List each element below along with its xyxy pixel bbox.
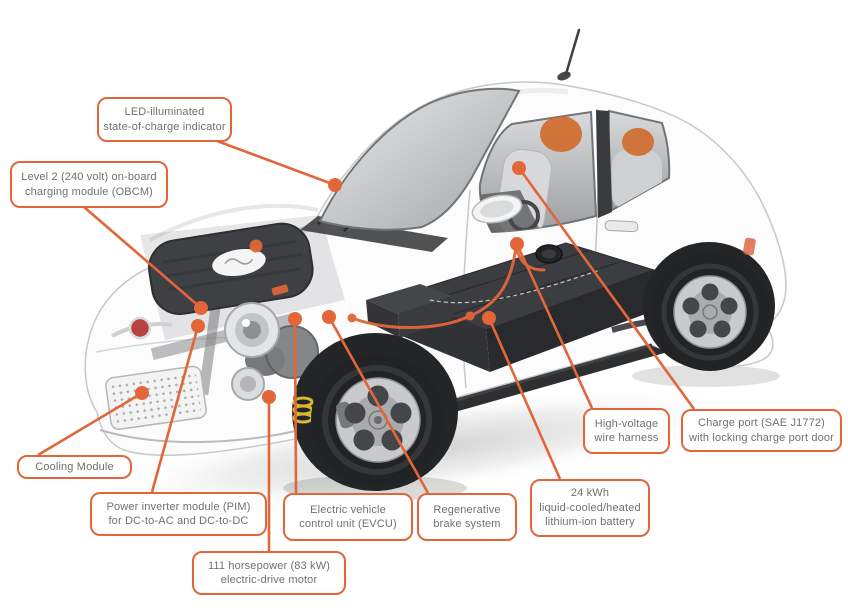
callout-line: 24 kWh	[570, 487, 610, 500]
callout-line: LED-illuminated	[124, 106, 205, 118]
engine-bay	[99, 215, 345, 444]
callout-drive-motor: 111 horsepower (83 kW) electric-drive mo…	[192, 551, 346, 595]
leader-line-hv-harness	[515, 243, 594, 409]
callout-line: Regenerative	[433, 503, 501, 516]
leader-line-regenerative-brakes	[327, 316, 430, 494]
headlight-glare	[242, 319, 250, 327]
battery-module-front	[366, 300, 400, 338]
callout-soc-indicator: LED-illuminated state-of-charge indicato…	[97, 97, 232, 142]
leader-line-charge-port	[517, 167, 696, 410]
callout-line: Level 2 (240 volt) on-board	[21, 171, 157, 183]
component-marker-hv-harness	[510, 237, 524, 251]
callout-line: for DC-to-AC and DC-to-DC	[108, 515, 249, 527]
component-marker-obcm	[194, 301, 208, 315]
callout-line: Charge port (SAE J1772)	[698, 417, 825, 429]
cooling-module-grille	[105, 365, 207, 431]
component-marker-drive-motor	[262, 390, 276, 404]
windshield-glass	[318, 87, 521, 231]
callout-line: Cooling Module	[35, 460, 114, 473]
radiator-support	[198, 299, 222, 396]
rocker-line	[449, 343, 653, 404]
battery-front	[486, 270, 656, 372]
leader-line-cooling-module	[37, 391, 143, 457]
callout-hv-harness: High-voltage wire harness	[583, 408, 670, 454]
battery-module-step	[366, 284, 452, 314]
callout-battery: 24 kWh liquid-cooled/heated lithium-ion …	[530, 479, 650, 537]
callout-line: lithium-ion battery	[545, 516, 635, 529]
tail-reflector	[742, 237, 756, 256]
callout-line: 111 horsepower (83 kW)	[207, 559, 331, 572]
front-hub-cap	[374, 416, 382, 424]
leader-line-evcu	[293, 318, 298, 494]
underbody-strip	[443, 345, 668, 412]
leader-line-pim	[150, 325, 200, 493]
component-marker-pim	[191, 319, 205, 333]
leader-line-obcm	[83, 206, 202, 309]
component-marker-evcu	[288, 312, 302, 326]
component-marker-battery	[482, 311, 496, 325]
component-marker-charge-port	[512, 161, 526, 175]
rear-wheel	[651, 253, 769, 371]
callout-obcm: Level 2 (240 volt) on-board charging mod…	[10, 161, 168, 208]
callout-line: charging module (OBCM)	[24, 185, 153, 198]
component-marker-cooling-module	[135, 386, 149, 400]
roof-antenna	[557, 28, 581, 81]
callout-line: Power inverter module (PIM)	[106, 500, 251, 513]
drive-module-cover	[148, 222, 314, 316]
hood-edge	[149, 203, 319, 242]
fiat-front-badge	[128, 316, 152, 340]
callout-line: High-voltage	[594, 417, 659, 430]
callout-cooling-module: Cooling Module	[17, 455, 132, 479]
orange-cap	[249, 239, 263, 253]
rear-hub	[702, 304, 718, 320]
battery-service-cap-inner	[542, 249, 556, 259]
callout-pim: Power inverter module (PIM) for DC-to-AC…	[90, 492, 267, 536]
leader-line-battery	[487, 317, 562, 480]
wheel-spoke-holes	[344, 385, 412, 451]
leader-lines-layer	[37, 139, 696, 551]
callout-charge-port: Charge port (SAE J1772) with locking cha…	[681, 409, 842, 452]
callout-evcu: Electric vehicle control unit (EVCU)	[283, 493, 413, 541]
wheel-spoke-holes	[682, 283, 738, 338]
rear-headrest	[622, 128, 654, 156]
bumper-lip	[99, 429, 301, 444]
callout-line: brake system	[433, 518, 501, 530]
callout-line: liquid-cooled/heated	[539, 501, 641, 514]
callout-line: electric-drive motor	[220, 574, 318, 586]
callout-line: Electric vehicle	[310, 503, 386, 516]
callout-line: with locking charge port door	[689, 431, 834, 444]
door-handle	[604, 219, 639, 233]
side-mirror	[471, 194, 523, 224]
orange-connector	[271, 284, 289, 296]
fog-lamp-inner	[240, 376, 256, 392]
callout-line: wire harness	[594, 432, 659, 444]
callout-regenerative-brakes: Regenerative brake system	[417, 493, 517, 541]
b-pillar	[596, 110, 612, 218]
callout-line: control unit (EVCU)	[299, 518, 397, 530]
callout-line: state-of-charge indicator	[103, 120, 226, 133]
component-marker-regenerative-brakes	[322, 310, 336, 324]
front-wheel	[311, 354, 443, 486]
component-marker-soc-indicator	[328, 178, 342, 192]
leader-line-soc-indicator	[216, 139, 336, 187]
front-headrest	[540, 116, 582, 152]
rear-wheel-shadow	[632, 365, 780, 387]
